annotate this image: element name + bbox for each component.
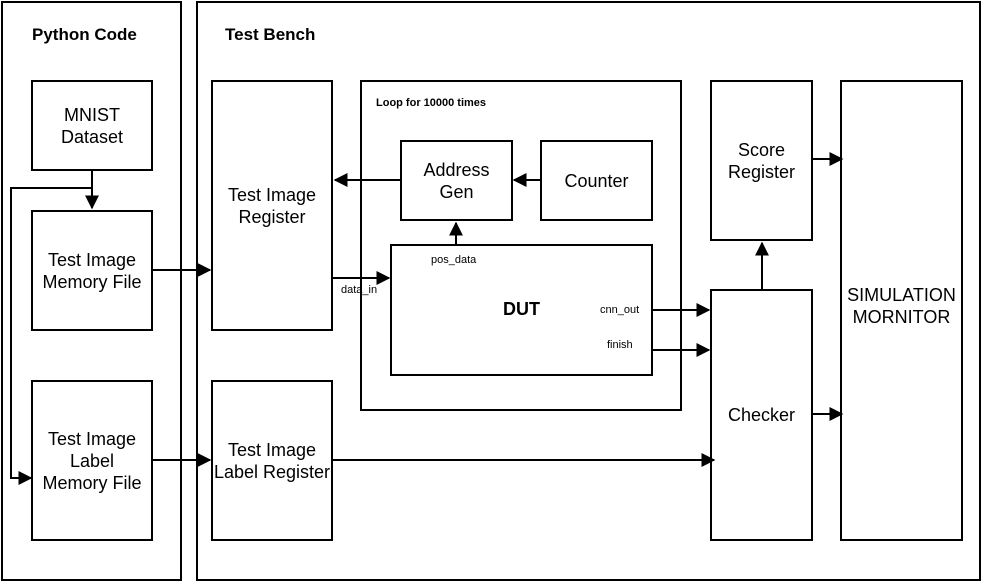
dut-label: DUT <box>503 299 540 319</box>
cnn-out-signal-label: cnn_out <box>600 304 640 316</box>
finish-signal-label: finish <box>607 339 633 351</box>
test-image-label-memory-file-block: Test Image Label Memory File <box>31 380 153 541</box>
checker-block: Checker <box>710 289 813 541</box>
python-code-title: Python Code <box>32 25 137 44</box>
test-image-label-memory-file-label: Test Image Label Memory File <box>42 428 142 493</box>
python-code-frame <box>1 1 182 581</box>
test-image-register-block: Test Image Register <box>211 80 333 331</box>
test-image-register-label: Test Image Register <box>227 184 317 227</box>
address-gen-block: Address Gen <box>400 140 513 221</box>
score-register-block: Score Register <box>710 80 813 241</box>
simulation-monitor-label: SIMULATION MORNITOR <box>847 284 956 327</box>
score-register-label: Score Register <box>727 139 796 182</box>
address-gen-label: Address Gen <box>423 159 490 202</box>
simulation-monitor-block: SIMULATION MORNITOR <box>840 80 963 541</box>
test-image-memory-file-label: Test Image Memory File <box>42 249 142 292</box>
data-in-signal-label: data_in <box>341 284 378 296</box>
counter-label: Counter <box>564 170 629 191</box>
test-image-label-register-label: Test Image Label Register <box>213 439 331 482</box>
test-bench-title: Test Bench <box>225 25 316 44</box>
test-image-label-register-block: Test Image Label Register <box>211 380 333 541</box>
checker-label: Checker <box>727 405 796 425</box>
counter-block: Counter <box>540 140 653 221</box>
mnist-dataset-label: MNIST Dataset <box>60 104 124 147</box>
mnist-dataset-block: MNIST Dataset <box>31 80 153 171</box>
loop-title: Loop for 10000 times <box>376 97 487 109</box>
dut-block: DUT <box>390 244 653 376</box>
test-bench-frame <box>196 1 981 581</box>
loop-frame <box>360 80 682 411</box>
pos-data-signal-label: pos_data <box>431 254 477 266</box>
test-image-memory-file-block: Test Image Memory File <box>31 210 153 331</box>
